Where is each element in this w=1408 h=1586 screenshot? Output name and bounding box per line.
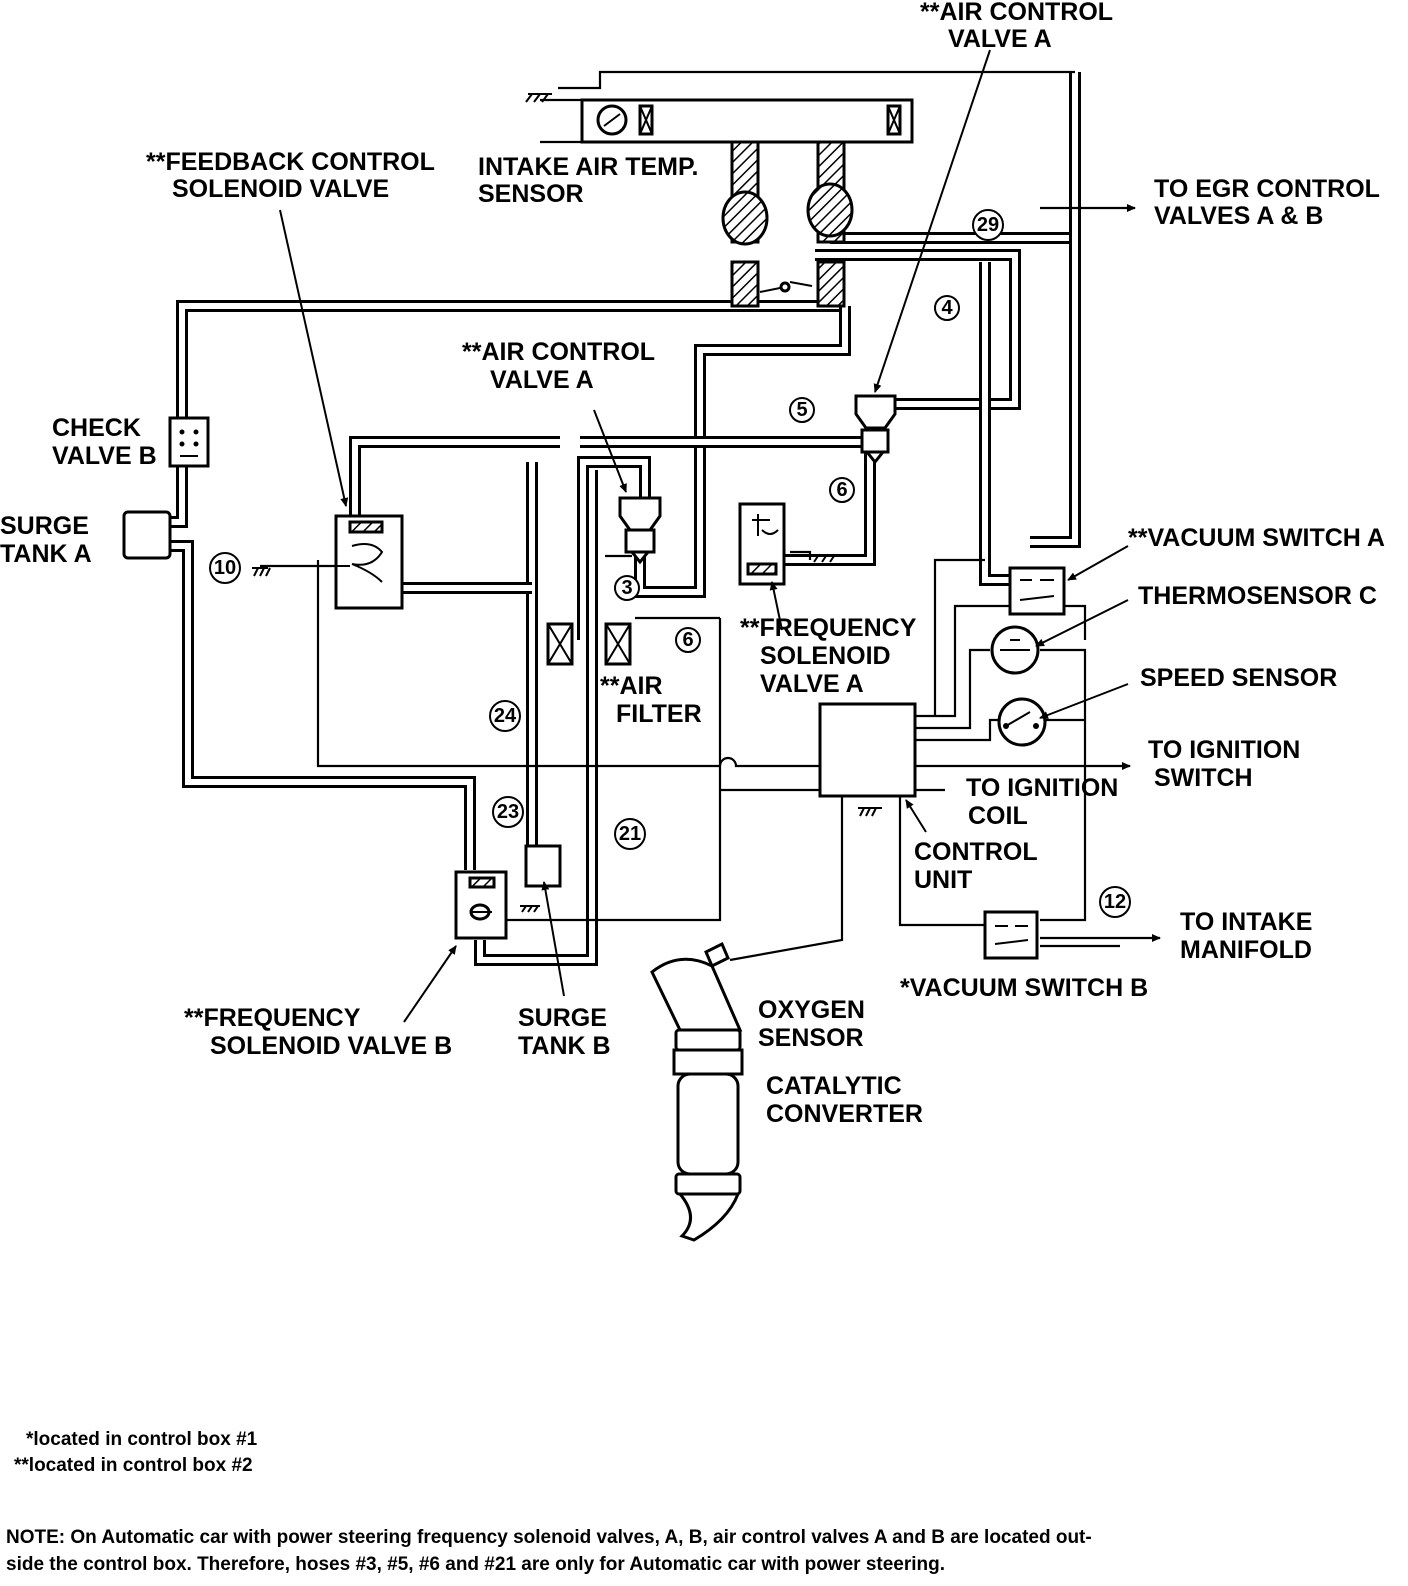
label-oxygen-sensor: OXYGEN SENSOR <box>758 996 872 1052</box>
component-labels: **AIR CONTROL VALVE A INTAKE AIR TEMP. S… <box>0 0 1386 1128</box>
hose-number-3: 3 <box>614 575 640 601</box>
electrical-wiring <box>260 70 1161 962</box>
throttle-body <box>721 140 854 308</box>
hose-number-6-lower: 6 <box>675 627 701 653</box>
label-to-egr-control-valves: TO EGR CONTROL VALVES A & B <box>1154 175 1386 230</box>
label-frequency-solenoid-valve-a: **FREQUENCY SOLENOID VALVE A <box>740 614 923 698</box>
hose-number-10-text: 10 <box>214 557 236 579</box>
hose-number-4: 4 <box>934 295 960 321</box>
control-unit <box>818 702 917 817</box>
hose-surge-tank-a-down <box>170 540 476 870</box>
label-to-intake-manifold: TO INTAKE MANIFOLD <box>1180 908 1319 964</box>
label-air-filter: **AIR FILTER <box>600 672 702 728</box>
hose-number-23: 23 <box>492 796 524 828</box>
speed-sensor <box>997 697 1047 747</box>
feedback-control-solenoid-valve <box>252 514 404 610</box>
hose-number-4-text: 4 <box>941 297 953 319</box>
label-to-ignition-coil: TO IGNITION COIL <box>966 774 1125 830</box>
hose-number-21-text: 21 <box>619 823 641 845</box>
label-surge-tank-b: SURGE TANK B <box>518 1004 614 1060</box>
hose-number-23-text: 23 <box>497 801 519 823</box>
hose-6-to-freq-a <box>780 460 876 566</box>
label-vacuum-switch-a: **VACUUM SWITCH A <box>1128 524 1385 552</box>
vacuum-hoses <box>170 72 1081 966</box>
label-surge-tank-a: SURGE TANK A <box>0 512 96 568</box>
surge-tank-b <box>524 844 562 888</box>
label-feedback-control-solenoid-valve: **FEEDBACK CONTROL SOLENOID VALVE <box>146 148 441 203</box>
label-to-ignition-switch: TO IGNITION SWITCH <box>1148 736 1307 792</box>
hose-number-5-text: 5 <box>796 399 807 421</box>
hose-to-vacuum-switch-a-from-4 <box>979 262 1010 586</box>
intake-air-temp-sensor <box>525 93 914 144</box>
hose-number-6-lower-text: 6 <box>682 629 693 651</box>
hose-number-3-text: 3 <box>621 577 632 599</box>
label-frequency-solenoid-valve-b: **FREQUENCY SOLENOID VALVE B <box>184 1004 452 1060</box>
note-block: NOTE: On Automatic car with power steeri… <box>6 1527 1092 1575</box>
label-intake-air-temp-sensor: INTAKE AIR TEMP. SENSOR <box>478 153 705 208</box>
footnotes: *located in control box #1 **located in … <box>14 1429 258 1476</box>
catalytic-converter <box>672 1028 744 1242</box>
label-speed-sensor: SPEED SENSOR <box>1140 664 1337 692</box>
leader-lines <box>279 49 1129 1023</box>
footnote-control-box-2: **located in control box #2 <box>14 1455 253 1476</box>
hose-number-12-text: 12 <box>1104 891 1126 913</box>
hose-number-21: 21 <box>614 818 646 850</box>
label-air-control-valve-a-top: **AIR CONTROL VALVE A <box>920 0 1120 53</box>
thermosensor-c <box>990 625 1040 675</box>
frequency-solenoid-valve-b <box>454 870 540 940</box>
label-check-valve-b: CHECK VALVE B <box>52 414 157 470</box>
label-air-control-valve-a-mid: **AIR CONTROL VALVE A <box>462 338 662 394</box>
hose-number-markers: 29 4 5 6 10 3 6 24 <box>209 209 1131 918</box>
hose-number-12: 12 <box>1099 886 1131 918</box>
hose-number-10: 10 <box>209 552 241 584</box>
air-control-valve-a-lower <box>605 496 662 565</box>
label-control-unit: CONTROL UNIT <box>914 838 1044 894</box>
vacuum-switch-a <box>1008 566 1066 616</box>
label-catalytic-converter: CATALYTIC CONVERTER <box>766 1072 923 1128</box>
frequency-solenoid-valve-a <box>738 502 835 586</box>
footnote-control-box-1: *located in control box #1 <box>26 1429 258 1450</box>
oxygen-sensor <box>650 941 743 1032</box>
hose-number-24-text: 24 <box>494 705 517 727</box>
label-vacuum-switch-b: *VACUUM SWITCH B <box>900 974 1148 1002</box>
hose-number-24: 24 <box>489 700 521 732</box>
hose-number-6-upper: 6 <box>829 477 855 503</box>
vacuum-switch-b <box>983 910 1039 960</box>
check-valve-b <box>168 416 210 468</box>
surge-tank-a <box>122 510 172 560</box>
hose-number-29: 29 <box>972 209 1004 241</box>
note-line-1: NOTE: On Automatic car with power steeri… <box>6 1527 1092 1548</box>
hose-number-29-text: 29 <box>977 214 999 236</box>
hose-vacuum-switch-a <box>1030 72 1081 548</box>
hose-number-6-upper-text: 6 <box>836 479 847 501</box>
air-control-valve-a-upper <box>854 394 897 465</box>
hose-number-5: 5 <box>789 397 815 423</box>
note-line-2: side the control box. Therefore, hoses #… <box>6 1554 945 1575</box>
air-filter <box>546 622 632 666</box>
label-thermosensor-c: THERMOSENSOR C <box>1138 582 1377 610</box>
